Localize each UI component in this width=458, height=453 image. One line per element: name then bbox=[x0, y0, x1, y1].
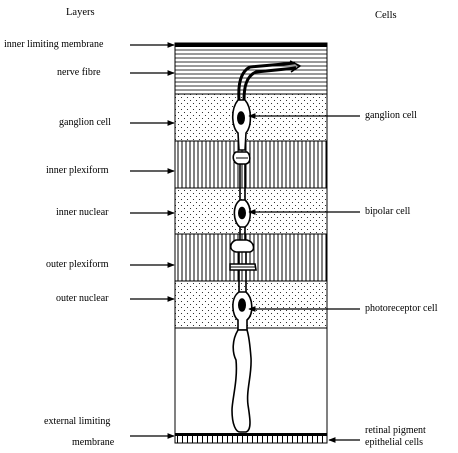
inner-nuclear-band bbox=[175, 188, 327, 234]
layer-label-external-limiting: external limiting bbox=[44, 416, 111, 427]
ganglion-soma bbox=[231, 99, 252, 151]
external-limiting-membrane-band bbox=[175, 433, 327, 436]
cell-label-ganglion-cell: ganglion cell bbox=[365, 110, 417, 121]
cell-label-photoreceptor-cell: photoreceptor cell bbox=[365, 303, 438, 314]
layer-label-ganglion-cell: ganglion cell bbox=[59, 117, 111, 128]
cell-label-retinal-pigment: retinal pigment bbox=[365, 425, 426, 436]
cells-header: Cells bbox=[375, 10, 397, 21]
band-boundaries bbox=[174, 42, 328, 444]
layer-label-membrane: membrane bbox=[72, 437, 115, 448]
layer-label-nerve-fibre: nerve fibre bbox=[57, 67, 101, 78]
layer-label-outer-plexiform: outer plexiform bbox=[46, 259, 109, 270]
layer-label-inner-plexiform: inner plexiform bbox=[46, 165, 109, 176]
photoreceptor-segment bbox=[231, 329, 252, 433]
neural-chain bbox=[229, 60, 302, 433]
ganglion-axon bbox=[237, 61, 296, 101]
layers-header: Layers bbox=[66, 7, 95, 18]
cell-arrows bbox=[248, 113, 360, 443]
layer-arrows bbox=[130, 42, 175, 439]
nerve-fibre-band bbox=[175, 47, 327, 94]
inner-plexiform-band bbox=[175, 141, 327, 188]
inner-limiting-membrane-band bbox=[175, 43, 327, 47]
rpe-band bbox=[175, 436, 327, 443]
cell-label-bipolar-cell: bipolar cell bbox=[365, 206, 411, 217]
layer-label-inner-limiting-membrane: inner limiting membrane bbox=[4, 39, 104, 50]
photoreceptor-segment-band bbox=[175, 328, 327, 433]
layer-label-inner-nuclear: inner nuclear bbox=[56, 207, 109, 218]
cell-label-epithelial-cells: epithelial cells bbox=[365, 437, 424, 448]
layer-label-outer-nuclear: outer nuclear bbox=[56, 293, 109, 304]
